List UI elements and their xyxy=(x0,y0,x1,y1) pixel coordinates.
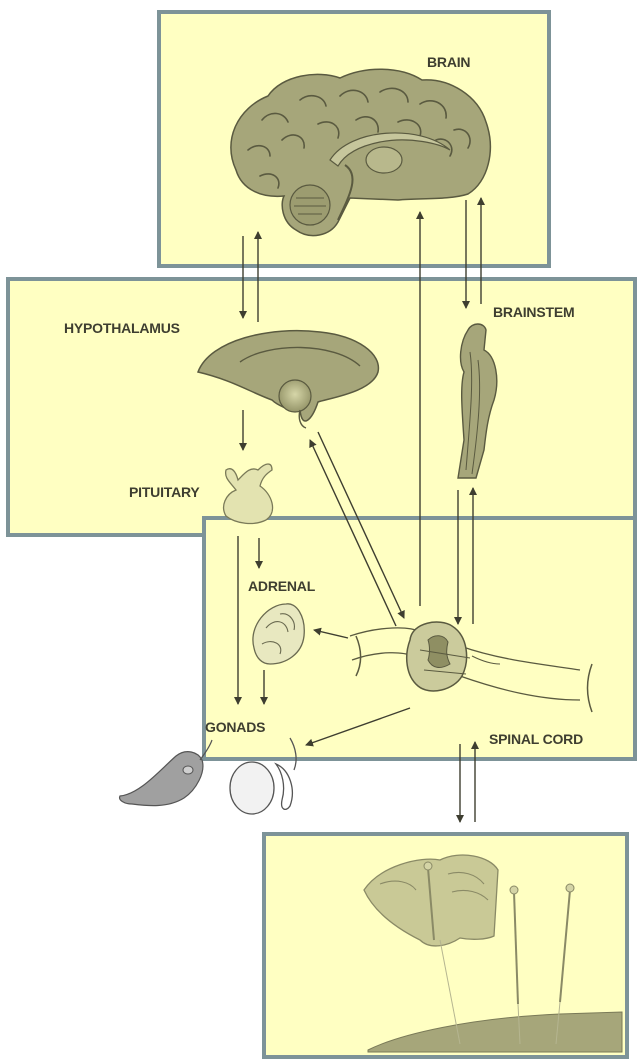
spinal-cord-label: SPINAL CORD xyxy=(489,731,583,747)
gonads-label: GONADS xyxy=(205,719,265,735)
gonads-icon xyxy=(120,738,296,814)
arrow-spinal-cord-to-gonads xyxy=(306,708,410,745)
hypothalamus-label: HYPOTHALAMUS xyxy=(64,320,180,336)
adrenal-icon xyxy=(253,604,304,664)
brain-label: BRAIN xyxy=(427,54,470,70)
pituitary-icon xyxy=(224,464,273,523)
connection-arrows xyxy=(238,198,481,822)
arrow-spinal-cord-to-adrenal xyxy=(314,630,348,638)
arrow-hypothalamus-to-spinal-cord xyxy=(318,432,404,618)
brainstem-label: BRAINSTEM xyxy=(493,304,574,320)
hypothalamus-icon xyxy=(198,331,378,428)
brain-icon xyxy=(231,69,490,235)
pituitary-label: PITUITARY xyxy=(129,484,200,500)
acupuncture-icon xyxy=(364,855,622,1052)
spinal-cord-icon xyxy=(350,622,592,712)
brainstem-icon xyxy=(458,324,497,478)
adrenal-label: ADRENAL xyxy=(248,578,315,594)
arrow-spinal-cord-to-hypothalamus xyxy=(310,440,396,626)
